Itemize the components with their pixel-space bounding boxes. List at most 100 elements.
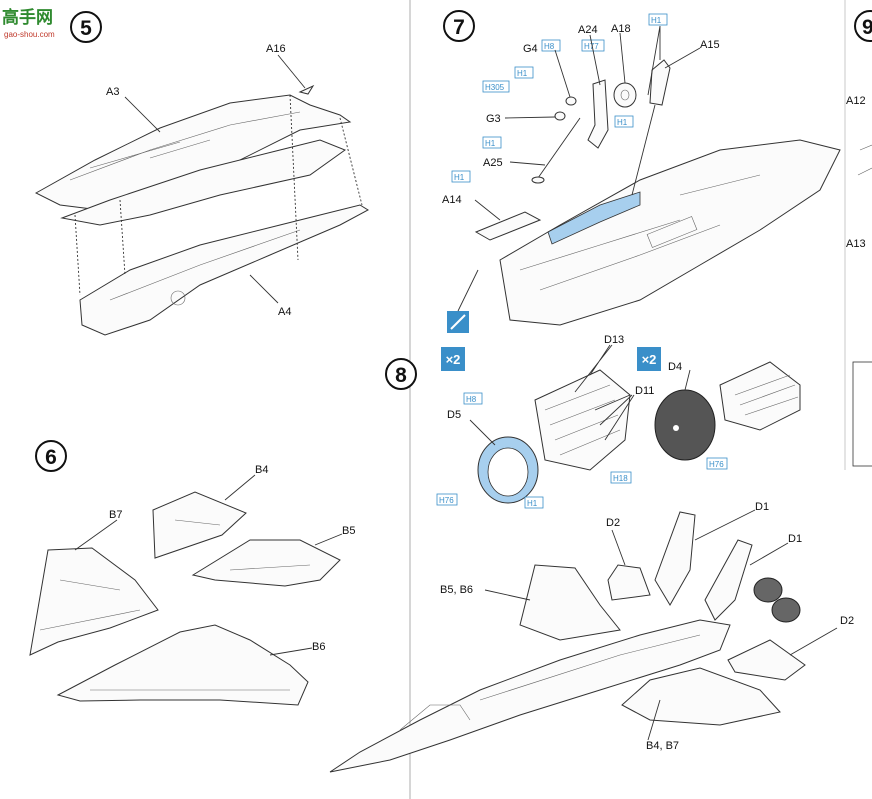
part-b4-detail <box>174 519 221 526</box>
step-5-guide-lines <box>74 94 363 296</box>
step-9-badge <box>854 10 872 42</box>
svg-text:H76: H76 <box>439 496 454 505</box>
multiplier-badge-right <box>637 347 661 371</box>
label-d11: D11 <box>635 385 654 397</box>
paint-note-icon-stroke <box>450 314 466 330</box>
label-a15: A15 <box>700 39 720 51</box>
label-a24: A24 <box>578 24 598 36</box>
part-a24 <box>587 79 609 149</box>
step-5: 5 A16 A3 A4 <box>34 11 369 336</box>
callout-s8-h76a: H76 <box>436 493 458 506</box>
svg-text:H1: H1 <box>651 16 662 25</box>
step-7-badge <box>443 10 475 42</box>
vertical-tail-left <box>654 511 696 606</box>
label-d13: D13 <box>604 334 624 346</box>
leader-b7 <box>74 519 118 551</box>
callout-s8-h76b: H76 <box>706 457 728 470</box>
part-d2-upper <box>607 564 651 601</box>
svg-text:H1: H1 <box>617 118 628 127</box>
petal-lines <box>544 384 621 456</box>
part-d4-hole <box>673 425 679 431</box>
watermark-title: 高手网 <box>2 7 53 27</box>
step-8-leaders <box>469 344 691 446</box>
part-d5-inner <box>487 447 529 497</box>
step-6-badge <box>35 440 67 472</box>
part-a18 <box>613 82 637 108</box>
step-7-number: 7 <box>453 16 465 39</box>
label-d5: D5 <box>447 409 461 421</box>
step-9-partial-lines <box>857 144 872 176</box>
intake-half <box>60 139 347 226</box>
svg-text:H305: H305 <box>485 83 505 92</box>
part-g4 <box>565 96 577 106</box>
wing-b5-b6 <box>519 564 621 641</box>
part-b5 <box>191 539 341 587</box>
step-7-leaders <box>474 25 701 221</box>
leader-b5 <box>314 533 343 546</box>
engine-nozzle-left <box>753 577 783 603</box>
callout-h1c: H1 <box>614 115 634 128</box>
leader-a3 <box>124 96 161 133</box>
label-b5-b6: B5, B6 <box>440 584 473 596</box>
step-5-number: 5 <box>80 17 92 40</box>
part-b5-detail <box>229 564 311 571</box>
tip-part <box>298 84 315 95</box>
callout-h305: H305 <box>482 80 510 93</box>
part-b4 <box>152 491 247 559</box>
gear-well-detail <box>170 290 186 306</box>
label-d1-a: D1 <box>755 501 769 513</box>
svg-text:H8: H8 <box>466 395 477 404</box>
label-a13: A13 <box>846 238 866 250</box>
svg-text:H77: H77 <box>584 42 599 51</box>
label-d2-b: D2 <box>840 615 854 627</box>
watermark-logo: 高手网 gao-shou.com <box>2 7 55 39</box>
final-leaders <box>484 509 838 741</box>
callout-h8: H8 <box>541 39 561 52</box>
part-d13-d11-petals <box>534 369 631 471</box>
svg-text:H1: H1 <box>527 499 538 508</box>
callout-s8-h8: H8 <box>463 392 483 405</box>
part-a25-base <box>531 176 545 184</box>
step-8-badge <box>385 358 417 390</box>
fuselage-panel-line <box>69 111 301 181</box>
leader-b4 <box>224 474 256 501</box>
part-a25 <box>537 117 581 179</box>
label-a16: A16 <box>266 43 286 55</box>
callout-h1e: H1 <box>451 170 471 183</box>
svg-text:H8: H8 <box>544 42 555 51</box>
lower-fuselage-half <box>79 204 369 336</box>
callout-s8-h1: H1 <box>524 496 544 509</box>
part-b7-detail <box>39 579 141 631</box>
svg-text:H1: H1 <box>454 173 465 182</box>
step-8-number: 8 <box>395 364 407 387</box>
label-a25: A25 <box>483 157 503 169</box>
part-b7 <box>29 547 159 656</box>
aircraft-fuselage <box>329 619 731 773</box>
fuselage-panel-lines <box>519 174 761 291</box>
svg-text:H1: H1 <box>517 69 528 78</box>
svg-text:H1: H1 <box>485 139 496 148</box>
part-d2-right <box>727 639 806 681</box>
vertical-tail-right <box>704 539 753 621</box>
part-d4 <box>654 389 716 461</box>
label-d1-b: D1 <box>788 533 802 545</box>
svg-text:H76: H76 <box>709 460 724 469</box>
callout-s8-h18: H18 <box>610 471 632 484</box>
multiplier-right: ×2 <box>642 352 657 367</box>
step-9: 9 A12 A13 <box>846 10 872 467</box>
multiplier-left: ×2 <box>446 352 461 367</box>
part-a15 <box>649 59 671 106</box>
fuselage-detail-line <box>89 139 211 169</box>
final-assembly: D1 D1 D2 D2 B5, B6 B4, B7 <box>329 501 854 773</box>
step-6: 6 B4 B7 B5 B6 <box>29 440 355 706</box>
label-b5: B5 <box>342 525 355 537</box>
lower-panel-line <box>109 229 301 301</box>
label-b6: B6 <box>312 641 325 653</box>
wing-b4-b7 <box>621 667 781 726</box>
label-a12: A12 <box>846 95 866 107</box>
cockpit-fuselage <box>499 139 841 326</box>
label-g3: G3 <box>486 113 501 125</box>
part-b6 <box>56 624 309 706</box>
watermark-url: gao-shou.com <box>4 30 55 39</box>
leader-b6 <box>269 647 313 656</box>
